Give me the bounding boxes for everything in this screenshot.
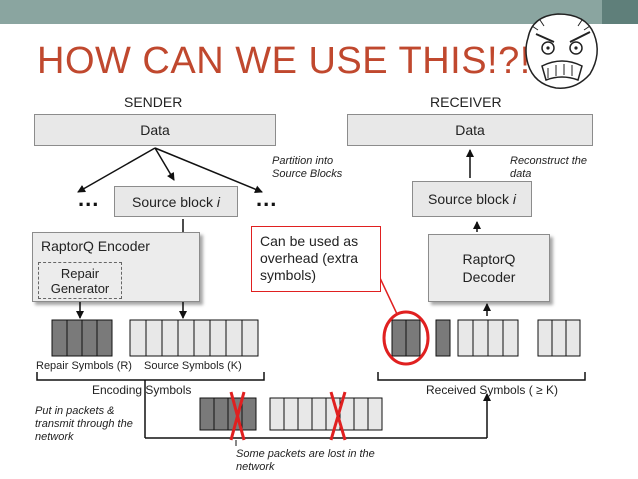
raptorq-decoder-box: RaptorQ Decoder (428, 234, 550, 302)
receiver-source-block: Source block i (412, 181, 532, 217)
sender-source-block-label: Source block i (132, 193, 220, 210)
reconstruct-note: Reconstruct the data (510, 155, 588, 180)
repair-symbols-label: Repair Symbols (R) (36, 360, 132, 372)
sender-dots-left: ... (78, 186, 100, 211)
receiver-source-block-label: Source block i (428, 191, 516, 207)
packet-loss-mark-1 (229, 391, 246, 441)
partition-note: Partition into Source Blocks (272, 155, 343, 180)
top-bar (0, 0, 638, 24)
repair-generator-label: Repair Generator (50, 265, 110, 296)
top-bar-accent (602, 0, 638, 24)
received-symbols-label: Received Symbols ( ≥ K) (426, 383, 558, 397)
source-symbols-label: Source Symbols (K) (144, 360, 242, 372)
packet-loss-note: Some packets are lost in the network (236, 448, 375, 473)
rage-face-image (525, 13, 598, 89)
slide-title: HOW CAN WE USE THIS!?!? (37, 40, 553, 82)
receiver-data-box: Data (347, 114, 593, 146)
sender-dots-right: ... (256, 186, 278, 211)
encoder-label: RaptorQ Encoder (41, 238, 150, 254)
sender-source-block: Source block i (114, 186, 238, 217)
decoder-label: RaptorQ Decoder (462, 251, 516, 285)
sender-data-label: Data (140, 122, 170, 138)
overhead-callout: Can be used as overhead (extra symbols) (251, 226, 381, 292)
transmit-note: Put in packets & transmit through the ne… (35, 405, 133, 443)
overhead-note: Can be used as overhead (extra symbols) (260, 233, 359, 283)
sender-label: SENDER (124, 94, 183, 110)
encoding-symbols-label: Encoding Symbols (92, 383, 192, 397)
repair-generator-box: Repair Generator (38, 262, 122, 299)
overhead-highlight (382, 310, 430, 366)
sender-data-box: Data (34, 114, 276, 146)
packet-loss-mark-2 (329, 391, 347, 441)
receiver-data-label: Data (455, 122, 485, 138)
receiver-label: RECEIVER (430, 94, 502, 110)
